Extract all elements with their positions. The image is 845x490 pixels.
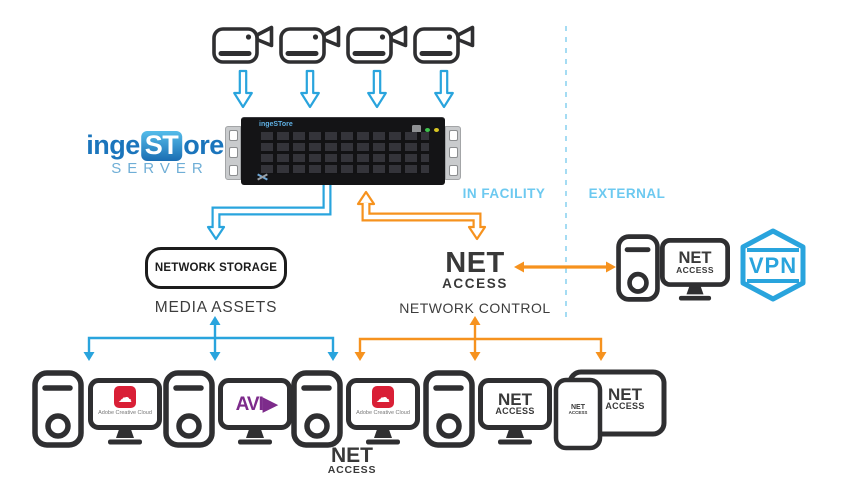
rack-hole: [228, 164, 238, 176]
camera-row: [214, 28, 473, 63]
rack-ear-right: [445, 126, 461, 180]
netaccess-logo-line2: ACCESS: [442, 276, 508, 291]
logo-part-ore: ore: [183, 130, 224, 160]
camera-ingest-arrows: [233, 69, 454, 109]
phone-netaccess-line1: NET: [571, 404, 585, 411]
storage-distribution-arrows: [83, 316, 339, 361]
ws3-netaccess-line2: ACCESS: [327, 464, 377, 476]
yellow-led-icon: [434, 128, 439, 132]
netaccess-distribution-arrows: [354, 316, 607, 361]
arrow-shaft-inner: [213, 184, 330, 230]
workstation-row: [35, 369, 667, 451]
camera-icon: [281, 28, 339, 63]
arrow-head-down: [469, 352, 481, 361]
arrow-shaft: [211, 185, 332, 229]
adobe-cc-logo: ☁: [372, 386, 394, 408]
network-control-caption: NETWORK CONTROL: [399, 300, 551, 316]
tower-icon: [426, 373, 472, 445]
power-button-icon: [412, 125, 421, 134]
logo-subtitle: SERVER: [111, 160, 209, 177]
tower-icon: [619, 237, 658, 300]
arrow-head-up: [356, 190, 376, 206]
netaccess-to-external-arrow: [514, 261, 616, 273]
external-netaccess-line1: NET: [678, 249, 712, 267]
logo-part-inge: inge: [86, 130, 140, 160]
network-storage-label: NETWORK STORAGE: [154, 262, 278, 274]
rack-hole: [448, 130, 458, 142]
logo-part-st: ST: [140, 131, 183, 161]
ws4-netaccess-line2: ACCESS: [495, 406, 535, 416]
camera-icon: [415, 28, 473, 63]
arrow-head-down: [354, 352, 366, 361]
rack-hole: [228, 147, 238, 159]
adobe-caption: Adobe Creative Cloud: [356, 410, 410, 416]
arrow-head-right: [606, 261, 616, 273]
zone-label-external: EXTERNAL: [588, 186, 666, 201]
adobe-caption: Adobe Creative Cloud: [98, 410, 152, 416]
server-to-netaccess-arrow: [356, 190, 487, 241]
rack-hole: [448, 164, 458, 176]
arrow-head-up: [209, 316, 221, 325]
rack-hole: [228, 130, 238, 142]
external-netaccess-line2: ACCESS: [676, 265, 714, 275]
rack-ear-left: [225, 126, 241, 180]
arrow-shaft-inner: [363, 203, 480, 230]
ingestore-server-rack: ingeSTore: [225, 117, 461, 185]
distribution-line: [358, 337, 603, 352]
adobe-cloud-glyph-icon: ☁: [118, 389, 132, 405]
distribution-line: [87, 336, 335, 352]
tablet-netaccess-line2: ACCESS: [605, 401, 645, 411]
arrow-head-down: [595, 352, 607, 361]
tower-icon: [166, 373, 212, 445]
vpn-label: VPN: [748, 253, 798, 278]
server-brand-icon: [257, 173, 268, 182]
down-arrow-icon: [434, 69, 454, 109]
adobe-cc-logo: ☁: [114, 386, 136, 408]
vpn-badge: [740, 228, 806, 302]
arrow-head-down: [327, 352, 339, 361]
phone-icon: [553, 377, 603, 451]
arrow-head-down: [209, 352, 221, 361]
server-to-storage-arrow: [206, 184, 332, 241]
server-front-logo: ingeSTore: [259, 121, 293, 128]
tablet-netaccess-line1: NET: [608, 385, 642, 404]
camera-icon: [214, 28, 272, 63]
down-arrow-icon: [233, 69, 253, 109]
arrow-head-up: [469, 316, 481, 325]
green-led-icon: [425, 128, 430, 132]
arrow-head-down: [83, 352, 95, 361]
tower-icon: [35, 373, 81, 445]
netaccess-logo-line1: NET: [445, 247, 505, 279]
rack-hole: [448, 147, 458, 159]
tower-icon: [294, 373, 340, 445]
server-vents: [261, 132, 429, 174]
ws3-netaccess-line1: NET: [331, 444, 373, 467]
phone-netaccess-line2: ACCESS: [568, 410, 588, 415]
down-arrow-icon: [367, 69, 387, 109]
down-arrow-icon: [300, 69, 320, 109]
adobe-cloud-glyph-icon: ☁: [376, 389, 390, 405]
arrow-head-left: [514, 261, 524, 273]
media-assets-caption: MEDIA ASSETS: [154, 299, 278, 316]
ws4-netaccess-line1: NET: [498, 390, 532, 409]
network-storage-box: NETWORK STORAGE: [145, 247, 287, 289]
camera-icon: [348, 28, 406, 63]
zone-label-in-facility: IN FACILITY: [462, 186, 546, 201]
avid-logo: AVI▶: [235, 394, 278, 415]
